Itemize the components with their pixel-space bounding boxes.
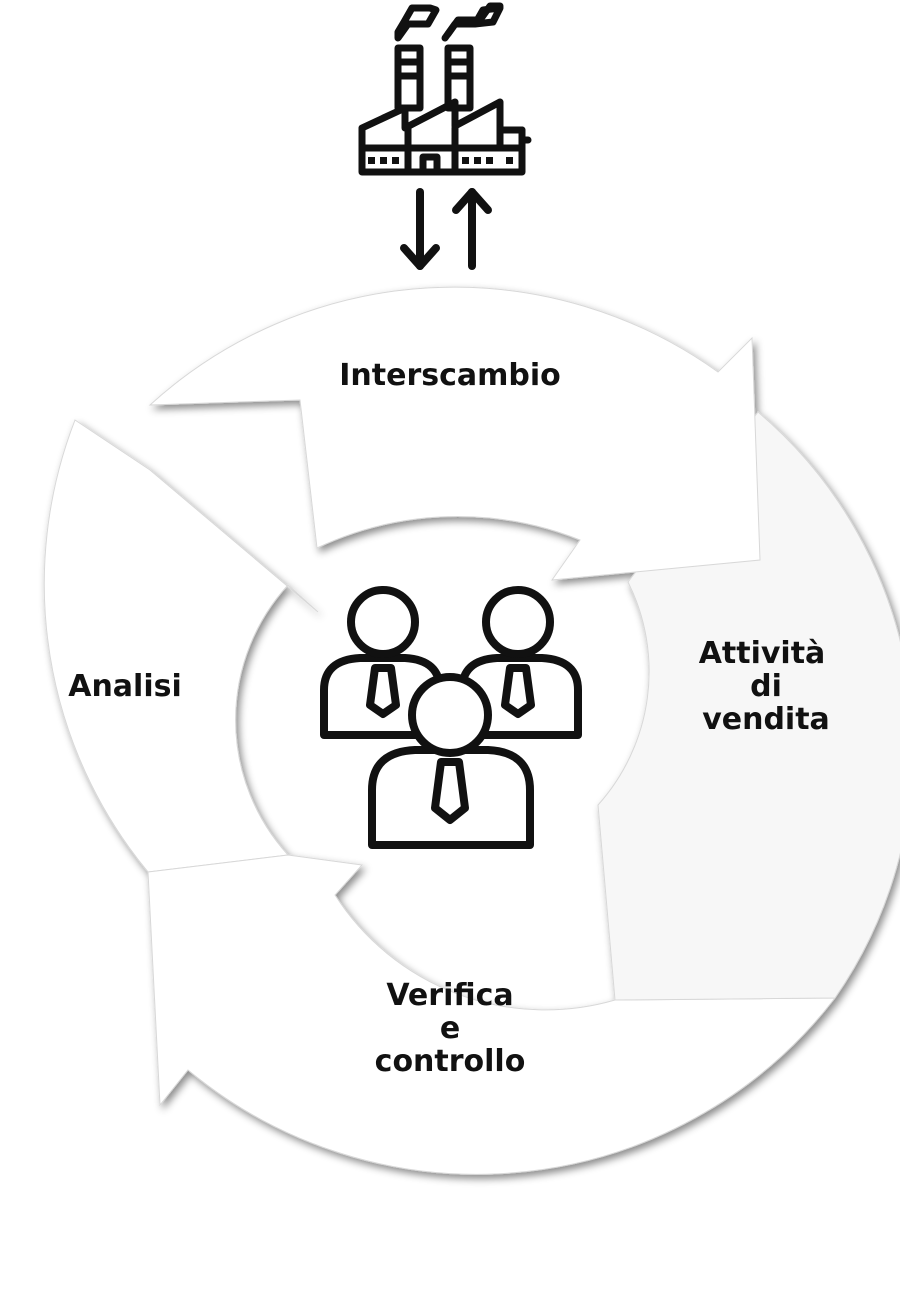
arrow-segment-verifica — [147, 854, 837, 1175]
business-team-icon — [320, 586, 582, 849]
factory-icon — [358, 2, 532, 176]
label-interscambio: Interscambio — [339, 358, 561, 393]
cycle-arrows — [43, 286, 900, 1175]
label-attivita-line3: vendita — [702, 702, 830, 737]
down-up-arrows-icon — [400, 188, 492, 270]
arrow-segment-analisi — [43, 419, 319, 873]
label-attivita-line2: di — [750, 669, 782, 704]
label-verifica-line3: controllo — [375, 1044, 526, 1079]
label-analisi: Analisi — [68, 669, 182, 704]
label-verifica-line2: e — [440, 1011, 460, 1046]
label-attivita-line1: Attività — [699, 636, 826, 671]
stage-labels: Interscambio Attività di vendita Verific… — [68, 358, 830, 1079]
factory-windows — [368, 157, 513, 164]
arrow-segment-interscambio — [148, 286, 761, 581]
label-verifica-line1: Verifica — [386, 978, 513, 1013]
